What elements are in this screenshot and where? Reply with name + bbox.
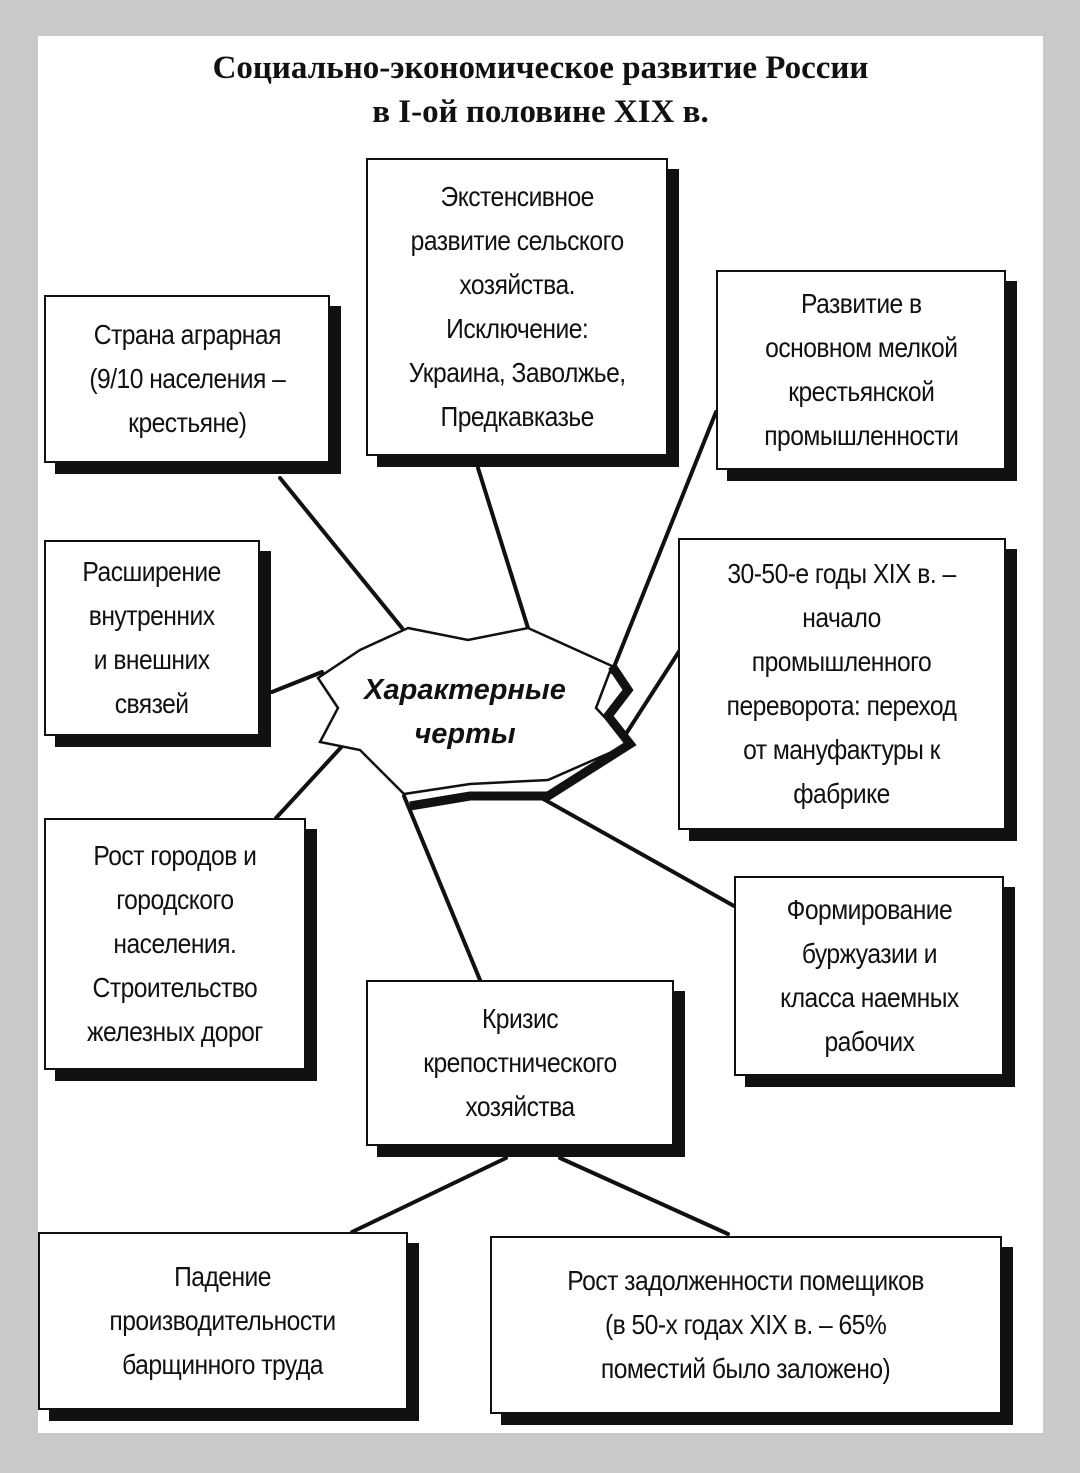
box-serfdom-crisis: Кризис крепостнического хозяйства (366, 980, 674, 1146)
center-star-shape (316, 626, 633, 796)
connector-bourgeoisie (536, 794, 736, 908)
box-extensive-agriculture: Экстенсивное развитие сельского хозяйств… (366, 158, 668, 456)
connector-productivity (350, 1156, 508, 1234)
connector-agrarian (278, 476, 404, 630)
box-productivity-fall: Падение производительности барщинного тр… (38, 1232, 408, 1410)
connector-revolution (620, 648, 682, 742)
box-bourgeoisie-text: Формирование буржуазии и класса наемных … (779, 894, 959, 1057)
box-landlord-debt: Рост задолженности помещиков (в 50-х год… (490, 1236, 1002, 1414)
box-revolution-text: 30-50-е годы XIX в. – начало промышленно… (727, 558, 957, 809)
center-label: Характерные черты (364, 674, 566, 750)
box-agrarian-text: Страна аграрная (9/10 населения – кресть… (89, 319, 285, 438)
connector-crisis (402, 794, 482, 982)
box-expanding-ties: Расширение внутренних и внешних связей (44, 540, 260, 736)
connector-extensive (476, 466, 530, 630)
box-extensive-text: Экстенсивное развитие сельского хозяйств… (408, 181, 626, 432)
box-debt-text: Рост задолженности помещиков (в 50-х год… (567, 1265, 925, 1384)
box-crisis-text: Кризис крепостнического хозяйства (423, 1003, 617, 1122)
diagram-title: Социально-экономическое развитие России … (38, 46, 1043, 134)
connector-cities (274, 740, 348, 820)
box-bourgeoisie: Формирование буржуазии и класса наемных … (734, 876, 1004, 1076)
title-line-1: Социально-экономическое развитие России (212, 50, 869, 86)
box-ties-text: Расширение внутренних и внешних связей (82, 556, 222, 719)
box-small-industry-text: Развитие в основном мелкой крестьянской … (763, 288, 959, 451)
box-productivity-text: Падение производительности барщинного тр… (109, 1261, 337, 1380)
box-city-growth: Рост городов и городского населения. Стр… (44, 818, 306, 1070)
connector-small-industry (610, 410, 718, 674)
center-star-shadow (409, 663, 637, 811)
box-industrial-revolution: 30-50-е годы XIX в. – начало промышленно… (678, 538, 1006, 830)
box-agrarian-country: Страна аграрная (9/10 населения – кресть… (44, 295, 330, 463)
box-small-industry: Развитие в основном мелкой крестьянской … (716, 270, 1006, 470)
title-line-2: в I-ой половине XIX в. (372, 94, 709, 130)
connector-debt (558, 1156, 730, 1236)
box-cities-text: Рост городов и городского населения. Стр… (87, 840, 263, 1047)
connector-ties (270, 670, 324, 694)
